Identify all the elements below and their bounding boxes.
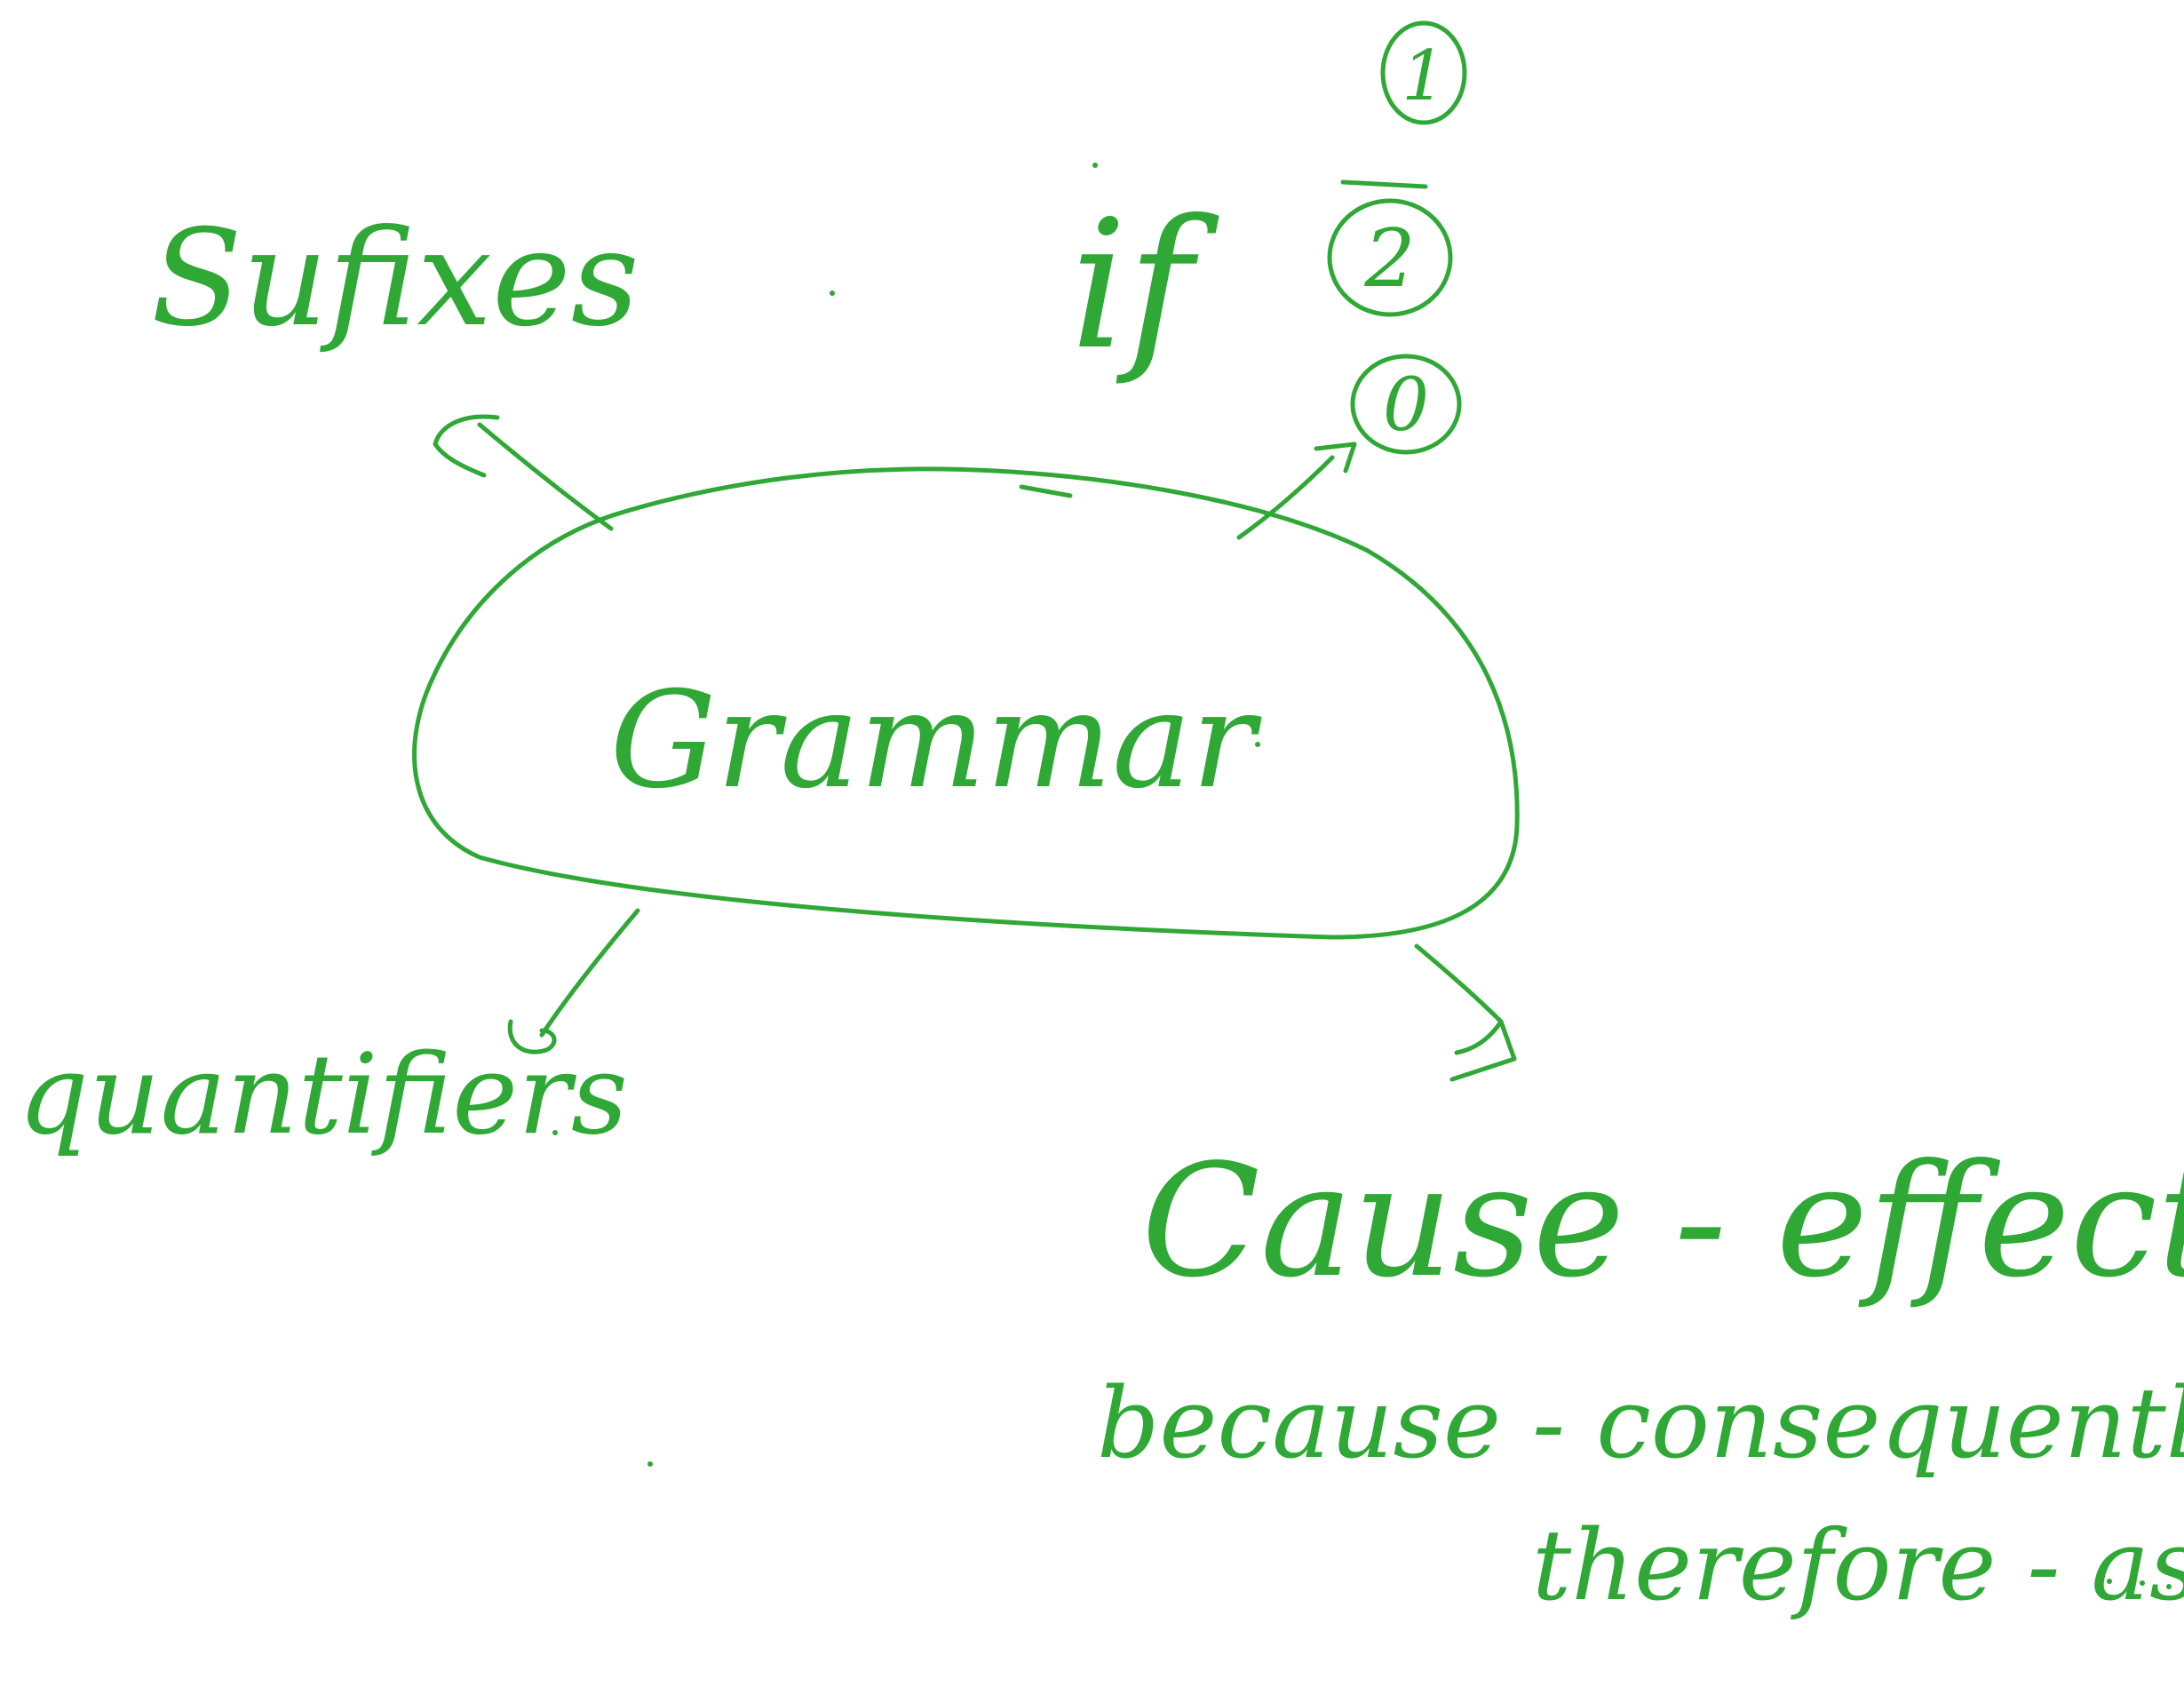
arrowhead-quantifiers: [507, 1019, 557, 1054]
central-node-label: Grammar: [610, 664, 1263, 818]
pen-dot: [1255, 742, 1260, 747]
central-node-stroke-tail: [1019, 484, 1073, 498]
svg-text:2: 2: [1363, 212, 1415, 306]
connector-if: [1236, 455, 1335, 540]
branch-connectors-line-1: because - consequently - so: [1097, 1366, 2184, 1480]
pen-dot: [2140, 1580, 2145, 1586]
marker-circle-0: 0: [1350, 354, 1462, 455]
connector-quantifiers: [539, 908, 640, 1038]
central-node-outline: [412, 466, 1520, 940]
svg-text:1: 1: [1402, 36, 1446, 116]
pen-dot: [1092, 163, 1098, 168]
arrowhead-affixes: [433, 414, 500, 478]
arrowhead-if: [1314, 442, 1357, 473]
svg-text:0: 0: [1383, 363, 1429, 448]
connector-cause-effect: [1414, 943, 1504, 1024]
pen-dot: [830, 290, 835, 296]
connector-affixes: [477, 422, 614, 531]
branch-label-quantifiers: quantifiers: [18, 1031, 628, 1159]
pen-dot: [2107, 1579, 2112, 1584]
branch-connectors-line-2: therefore - as: [1532, 1508, 2184, 1622]
marker-dash: [1340, 179, 1428, 189]
pen-dot: [647, 1461, 653, 1467]
marker-circle-1: 1: [1380, 20, 1467, 125]
arrowhead-cause-effect: [1449, 1019, 1517, 1082]
pen-dot: [2166, 1584, 2172, 1589]
pen-dot: [552, 1130, 558, 1135]
branch-label-cause-effect: Cause - effect: [1141, 1132, 2184, 1312]
marker-circle-2: 2: [1327, 198, 1453, 317]
branch-label-suffixes: Sufixes: [151, 202, 639, 356]
branch-label-if: if: [1070, 182, 1219, 389]
